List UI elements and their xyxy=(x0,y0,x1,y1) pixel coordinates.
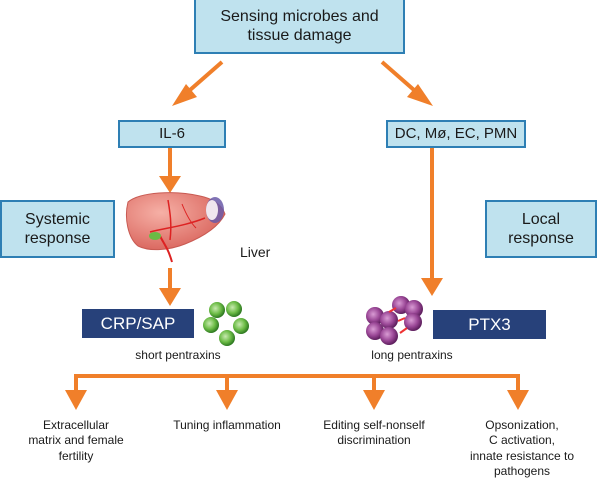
arrow-top-to-cells xyxy=(380,60,433,106)
outcome-tuning-inflammation: Tuning inflammation xyxy=(173,418,281,432)
outcome-extracellular-matrix: Extracellular matrix and female fertilit… xyxy=(28,418,124,463)
cells-box: DC, Mø, EC, PMN xyxy=(386,120,526,148)
long-pentraxins-label: long pentraxins xyxy=(371,348,453,362)
outcome-connector xyxy=(65,374,529,410)
arrow-il6-to-liver xyxy=(159,146,181,193)
liver-label: Liver xyxy=(240,244,271,260)
il6-box: IL-6 xyxy=(118,120,226,148)
ptx3-box: PTX3 xyxy=(433,310,546,339)
arrow-cells-to-ptx3 xyxy=(421,146,443,296)
arrow-liver-to-crp xyxy=(159,268,181,306)
sensing-box: Sensing microbes and tissue damage xyxy=(194,0,405,54)
outcome-self-nonself: Editing self-nonself discrimination xyxy=(323,418,425,448)
local-response-box: Local response xyxy=(485,200,597,258)
arrow-top-to-il6 xyxy=(172,60,224,106)
crp-sap-box: CRP/SAP xyxy=(82,309,194,338)
systemic-response-box: Systemic response xyxy=(0,200,115,258)
short-pentraxins-label: short pentraxins xyxy=(135,348,221,362)
outcome-opsonization: Opsonization, C activation, innate resis… xyxy=(469,418,575,479)
